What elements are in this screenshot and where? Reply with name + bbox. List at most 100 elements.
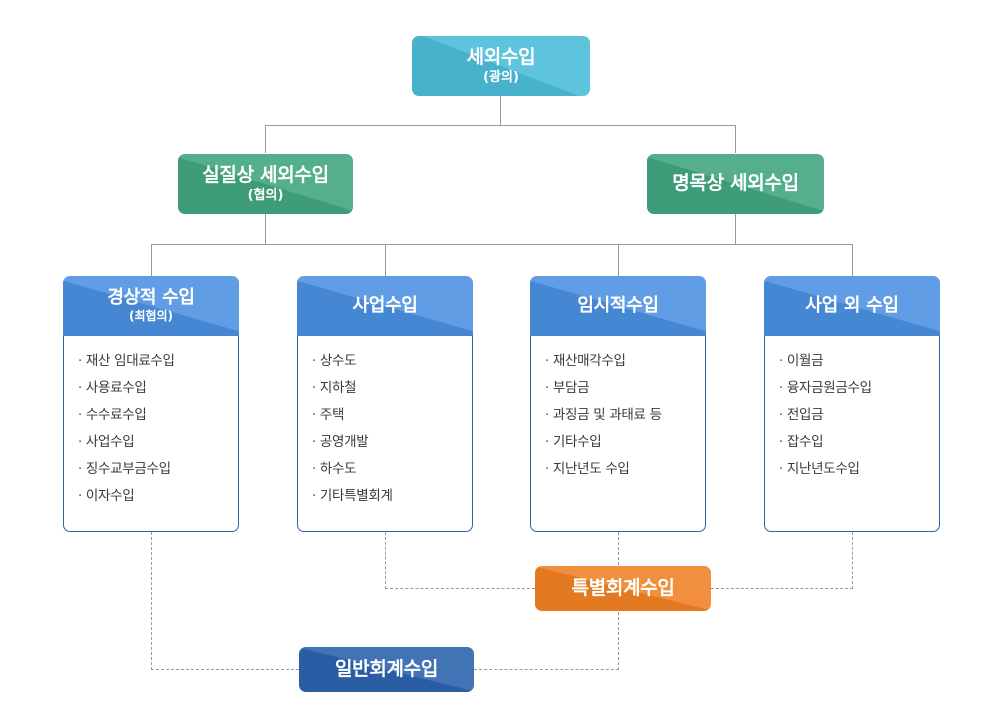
column-card-business[interactable]: 사업수입 ·상수도 ·지하철 ·주택 ·공영개발 ·하수도 ·기타특별회계 [297, 276, 473, 532]
column-card-temporary[interactable]: 임시적수입 ·재산매각수입 ·부담금 ·과징금 및 과태료 등 ·기타수입 ·지… [530, 276, 706, 532]
list-item: ·전입금 [779, 402, 939, 429]
list-item: ·부담금 [545, 375, 705, 402]
bullet-icon: · [779, 435, 783, 450]
column-list-business: ·상수도 ·지하철 ·주택 ·공영개발 ·하수도 ·기타특별회계 [312, 348, 472, 510]
column-body-recurring: ·재산 임대료수입 ·사용료수입 ·수수료수입 ·사업수입 ·징수교부금수입 ·… [63, 336, 239, 532]
list-item: ·공영개발 [312, 429, 472, 456]
list-item-label: 이월금 [786, 353, 824, 369]
column-subtitle-recurring: (최협의) [128, 309, 174, 324]
node-branch-nominal[interactable]: 명목상 세외수입 [647, 154, 824, 214]
column-card-recurring[interactable]: 경상적 수입 (최협의) ·재산 임대료수입 ·사용료수입 ·수수료수입 ·사업… [63, 276, 239, 532]
connector-col1-down-dashed [151, 532, 152, 670]
column-title-recurring: 경상적 수입 [107, 287, 195, 309]
connector-bus2-to-column-3 [618, 244, 619, 276]
list-item: ·재산매각수입 [545, 348, 705, 375]
column-body-temporary: ·재산매각수입 ·부담금 ·과징금 및 과태료 등 ·기타수입 ·지난년도 수입 [530, 336, 706, 532]
bullet-icon: · [312, 354, 316, 369]
connector-bus2-to-column-2 [385, 244, 386, 276]
list-item-label: 전입금 [786, 407, 824, 423]
bullet-icon: · [545, 408, 549, 423]
bullet-icon: · [779, 408, 783, 423]
node-special-account[interactable]: 특별회계수입 [535, 566, 711, 611]
column-list-temporary: ·재산매각수입 ·부담금 ·과징금 및 과태료 등 ·기타수입 ·지난년도 수입 [545, 348, 705, 483]
connector-col2-to-special-dashed [385, 588, 535, 589]
list-item: ·사업수입 [78, 429, 238, 456]
bullet-icon: · [545, 381, 549, 396]
connector-bus-level2 [151, 244, 852, 245]
connector-bus-level1 [265, 125, 735, 126]
list-item-label: 지난년도수입 [786, 461, 860, 477]
bullet-icon: · [78, 435, 82, 450]
connector-branch-right-down [735, 125, 736, 153]
bullet-icon: · [779, 354, 783, 369]
node-root-subtitle: (광의) [483, 69, 519, 85]
bullet-icon: · [312, 462, 316, 477]
bullet-icon: · [78, 354, 82, 369]
column-body-non-business: ·이월금 ·융자금원금수입 ·전입금 ·잡수입 ·지난년도수입 [764, 336, 940, 532]
connector-bus2-to-column-1 [151, 244, 152, 276]
list-item: ·하수도 [312, 456, 472, 483]
list-item-label: 재산매각수입 [552, 353, 626, 369]
node-branch-actual[interactable]: 실질상 세외수입 (협의) [178, 154, 353, 214]
node-special-account-label: 특별회계수입 [571, 576, 675, 599]
list-item-label: 재산 임대료수입 [85, 353, 175, 369]
list-item-label: 공영개발 [319, 434, 369, 450]
bullet-icon: · [312, 381, 316, 396]
list-item: ·지난년도 수입 [545, 456, 705, 483]
node-general-account[interactable]: 일반회계수입 [299, 647, 474, 692]
connector-left-branch-to-bus2 [265, 214, 266, 244]
list-item: ·융자금원금수입 [779, 375, 939, 402]
node-general-account-label: 일반회계수입 [334, 657, 439, 680]
list-item-label: 잡수입 [786, 434, 824, 450]
connector-branch-left-down [265, 125, 266, 153]
list-item-label: 하수도 [319, 461, 357, 477]
bullet-icon: · [312, 489, 316, 504]
list-item: ·주택 [312, 402, 472, 429]
column-header-recurring[interactable]: 경상적 수입 (최협의) [63, 276, 239, 336]
connector-col4-to-special-dashed [711, 588, 853, 589]
bullet-icon: · [78, 462, 82, 477]
column-card-non-business[interactable]: 사업 외 수입 ·이월금 ·융자금원금수입 ·전입금 ·잡수입 ·지난년도수입 [764, 276, 940, 532]
list-item: ·수수료수입 [78, 402, 238, 429]
column-list-non-business: ·이월금 ·융자금원금수입 ·전입금 ·잡수입 ·지난년도수입 [779, 348, 939, 483]
bullet-icon: · [545, 435, 549, 450]
column-title-business: 사업수입 [352, 295, 418, 317]
bullet-icon: · [545, 462, 549, 477]
bullet-icon: · [312, 435, 316, 450]
connector-col3-to-general-dashed [474, 669, 619, 670]
column-header-temporary[interactable]: 임시적수입 [530, 276, 706, 336]
list-item-label: 지난년도 수입 [552, 461, 630, 477]
connector-col2-down-dashed [385, 532, 386, 589]
column-body-business: ·상수도 ·지하철 ·주택 ·공영개발 ·하수도 ·기타특별회계 [297, 336, 473, 532]
list-item-label: 부담금 [552, 380, 590, 396]
connector-col1-to-general-dashed [151, 669, 299, 670]
list-item-label: 기타특별회계 [319, 488, 393, 504]
connector-col4-down-dashed [852, 532, 853, 589]
column-header-business[interactable]: 사업수입 [297, 276, 473, 336]
list-item: ·잡수입 [779, 429, 939, 456]
list-item-label: 기타수입 [552, 434, 602, 450]
list-item: ·사용료수입 [78, 375, 238, 402]
list-item: ·지하철 [312, 375, 472, 402]
node-branch-nominal-title: 명목상 세외수입 [672, 172, 799, 195]
column-title-temporary: 임시적수입 [577, 295, 659, 317]
list-item: ·상수도 [312, 348, 472, 375]
bullet-icon: · [78, 489, 82, 504]
node-root-sewoe-suip[interactable]: 세외수입 (광의) [412, 36, 590, 96]
list-item-label: 융자금원금수입 [786, 380, 872, 396]
list-item-label: 주택 [319, 407, 345, 423]
bullet-icon: · [779, 381, 783, 396]
list-item: ·기타특별회계 [312, 483, 472, 510]
column-header-non-business[interactable]: 사업 외 수입 [764, 276, 940, 336]
list-item: ·징수교부금수입 [78, 456, 238, 483]
column-title-non-business: 사업 외 수입 [805, 295, 899, 317]
node-branch-actual-title: 실질상 세외수입 [202, 163, 329, 186]
list-item: ·과징금 및 과태료 등 [545, 402, 705, 429]
connector-right-branch-to-bus2 [735, 214, 736, 244]
bullet-icon: · [312, 408, 316, 423]
connector-root-down [500, 96, 501, 125]
node-branch-actual-subtitle: (협의) [247, 187, 284, 203]
node-root-title: 세외수입 [466, 45, 536, 68]
list-item-label: 이자수입 [85, 488, 135, 504]
list-item: ·지난년도수입 [779, 456, 939, 483]
